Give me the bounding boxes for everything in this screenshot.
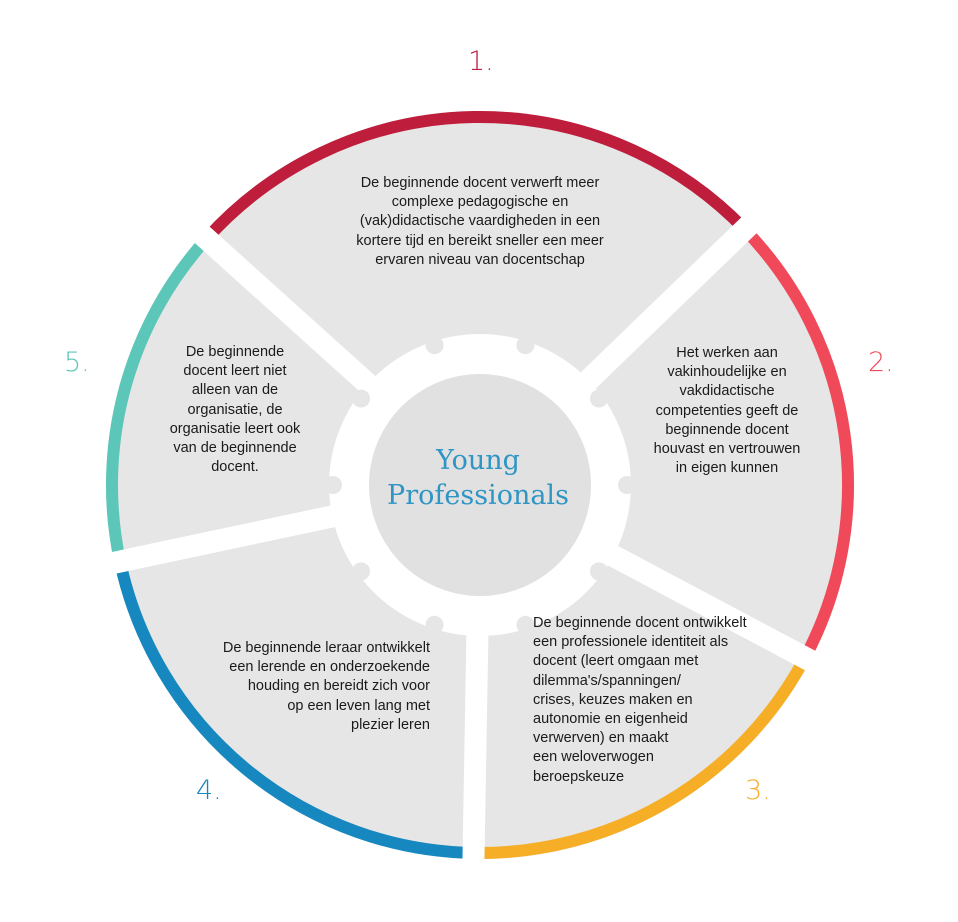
segment-5-text: De beginnende docent leert niet alleen v… [145,343,325,477]
hub-notch [589,562,608,581]
hub-notch [516,615,535,634]
segment-2-line: in eigen kunnen [675,460,779,477]
segment-2-line: beginnende docent [665,421,789,438]
segment-2-line: Het werken aan [676,345,778,361]
hub-notch [352,389,371,408]
segment-separator [552,213,761,416]
segment-5-line: De beginnende [185,344,285,360]
segment-4-line: plezier leren [351,716,430,733]
segment-5-line: docent. [211,459,259,476]
segment-3-line: beroepskeuze [533,768,625,785]
segment-4-text: De beginnende leraar ontwikkelt een lere… [178,639,430,735]
colored-rim [106,111,854,859]
segment-4-line: houding en bereidt zich voor [247,678,430,695]
segment-5-line: van de beginnende [173,440,297,457]
segment-3-line: docent (leert omgaan met [533,653,699,670]
segment-3-line: De beginnende docent ontwikkelt [533,615,747,631]
segment-separator [462,595,490,866]
segment-separator [572,527,821,674]
segment-3-line: verwerven) en maakt [533,730,669,747]
segment-2-rim-arc [740,225,854,661]
hub-notch [324,476,342,494]
segment-1-line: De beginnende docent verwerft meer [360,175,600,191]
segment-3-number: 3. [745,775,771,806]
center-title-line: Professionals [387,480,569,511]
segment-1-text: De beginnende docent verwerft meer compl… [330,174,630,270]
segment-1-rim-arc [202,111,750,243]
segment-4-number: 4. [196,775,222,806]
segment-2-text: Het werken aan vakinhoudelijke en vakdid… [632,344,822,478]
segment-3-line: een professionele identiteit als [533,634,729,651]
segment-5-line: docent leert niet [183,363,287,380]
hub-notch [352,562,371,581]
center-hub [324,334,636,636]
segment-5-rim-arc [106,234,211,563]
segment-1-line: complexe pedagogische en [391,194,569,211]
segment-2-line: vakdidactische [679,383,775,400]
segment-4-line: een lerende en onderzoekende [229,659,430,676]
hub-notch [618,476,636,494]
segment-1-line: kortere tijd en bereikt sneller een meer [356,232,604,249]
center-title-line: Young [436,445,520,476]
center-circle [369,374,591,596]
segment-5-line: organisatie, de [187,401,283,418]
segment-3-rim-arc [473,654,811,859]
segment-separator [190,222,405,419]
segment-1-number: 1. [468,46,494,77]
segment-3-line: autonomie en eigenheid [533,711,688,728]
segment-3-line: crises, keuzes maken en [533,691,693,708]
segment-2-number: 2. [868,347,894,378]
segment-4-line: De beginnende leraar ontwikkelt [222,640,430,656]
segment-5-number: 5. [64,347,90,378]
segment-3-line: dilemma's/spanningen/ [533,672,681,689]
segment-1-line: ervaren niveau van docentschap [375,251,585,268]
segment-1-line: (vak)didactische vaardigheden in een [359,213,601,230]
segment-3-line: een weloverwogen [533,749,654,766]
segment-2-line: vakinhoudelijke en [667,364,787,381]
segment-4-rim-arc [114,560,474,859]
segment-separator [106,497,374,575]
segment-5-line: alleen van de [191,382,279,399]
segment-separators [106,213,821,866]
segment-5-line: organisatie leert ook [169,420,301,437]
segment-2-line: competenties geeft de [655,402,799,419]
hub-notch [425,336,444,355]
center-title: Young Professionals [358,443,598,513]
segment-2-line: houvast en vertrouwen [653,441,801,458]
segment-4-line: op een leven lang met [287,697,430,714]
hub-notch [425,615,444,634]
hub-notch [589,389,608,408]
hub-notch [516,336,535,355]
segment-3-text: De beginnende docent ontwikkelt een prof… [533,614,783,787]
